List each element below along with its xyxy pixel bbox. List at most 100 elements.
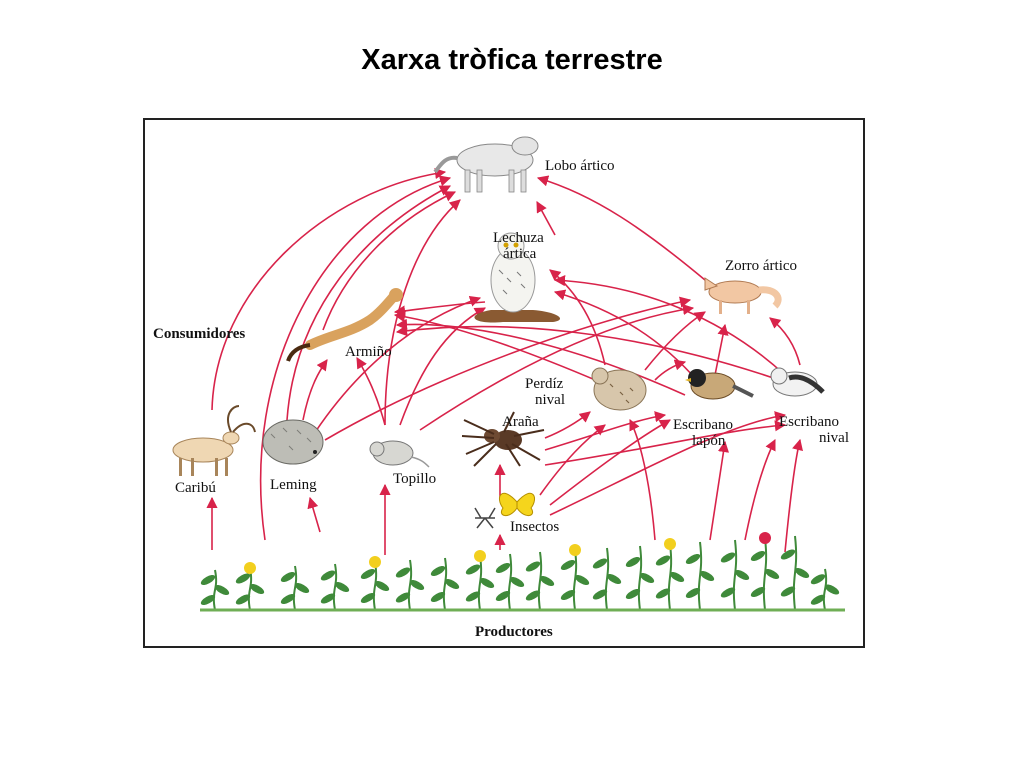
plant-leaf bbox=[685, 587, 701, 599]
arrow-lechuza-to-lobo bbox=[536, 201, 556, 236]
plant-stem bbox=[637, 545, 643, 611]
plant-leaf bbox=[430, 565, 446, 577]
plant-leaf bbox=[444, 578, 460, 590]
plant-stem bbox=[292, 565, 298, 611]
mosquito-icon bbox=[474, 507, 496, 529]
plant-leaf bbox=[214, 584, 230, 596]
arrow-nival-to-zorro bbox=[769, 317, 801, 366]
arrow-arana-to-nival bbox=[544, 420, 787, 466]
label-armino: Armiño bbox=[345, 344, 392, 360]
plant-leaf bbox=[294, 582, 310, 594]
plant-stem bbox=[537, 551, 543, 611]
label-topillo: Topillo bbox=[393, 471, 436, 487]
plant-stem bbox=[372, 561, 378, 611]
plant-stem bbox=[442, 557, 448, 611]
butterfly-icon bbox=[499, 492, 535, 516]
plant-stem bbox=[507, 553, 513, 611]
plant-stem bbox=[477, 555, 483, 611]
plant-stem bbox=[407, 559, 413, 611]
plant-leaf bbox=[734, 569, 750, 581]
arrow-perdiz-to-lapon bbox=[654, 359, 687, 381]
plant-leaf bbox=[720, 552, 736, 563]
arrow-lapon-to-armino bbox=[395, 318, 686, 396]
plant-stem bbox=[732, 539, 738, 611]
plant-leaf bbox=[685, 553, 701, 565]
plant-leaf bbox=[200, 574, 216, 586]
arctic-wolf-icon bbox=[433, 136, 539, 193]
plant-leaf bbox=[592, 589, 608, 600]
plant-leaf bbox=[525, 561, 541, 572]
plant-leaf bbox=[639, 572, 655, 584]
ptarmigan-icon bbox=[591, 367, 647, 411]
snow-bunting-icon bbox=[770, 367, 825, 397]
plant-leaf bbox=[409, 579, 425, 591]
arrow-plants-to-lapon bbox=[709, 440, 730, 541]
label-caribu: Caribú bbox=[175, 480, 216, 496]
spider-icon bbox=[461, 411, 545, 467]
arrow-arana-to-perdiz bbox=[544, 411, 591, 439]
plant-leaf bbox=[479, 577, 495, 589]
plant-leaf bbox=[655, 588, 671, 599]
lapland-bunting-icon bbox=[685, 369, 754, 400]
arrow-insectos-to-nival bbox=[549, 411, 787, 516]
plant-leaf bbox=[560, 559, 576, 571]
plant-flower bbox=[244, 562, 256, 574]
plant-leaf bbox=[495, 562, 511, 574]
producers-plants bbox=[200, 532, 845, 612]
label-leming: Leming bbox=[270, 477, 317, 493]
arrow-leming-to-lechuza bbox=[309, 295, 482, 441]
plant-leaf bbox=[495, 590, 511, 602]
plant-leaf bbox=[574, 574, 590, 586]
plant-leaf bbox=[320, 570, 336, 581]
plant-leaf bbox=[669, 571, 685, 583]
lemming-icon bbox=[262, 419, 324, 465]
plant-stem bbox=[822, 568, 828, 611]
arrow-armino-to-lobo bbox=[322, 191, 457, 331]
arrow-insectos-to-perdiz bbox=[539, 424, 606, 496]
plant-leaf bbox=[200, 594, 216, 606]
label-consumidores: Consumidores bbox=[153, 326, 245, 342]
plant-leaf bbox=[395, 592, 411, 603]
arrow-owl-to-armino bbox=[393, 301, 486, 317]
plant-leaf bbox=[360, 568, 376, 580]
plant-stem bbox=[697, 541, 703, 611]
caribou-icon bbox=[172, 405, 256, 476]
arrow-topillo-to-armino bbox=[356, 357, 386, 426]
plant-flower bbox=[569, 544, 581, 556]
arrow-plants-to-leming bbox=[307, 496, 321, 533]
plant-leaf bbox=[235, 594, 251, 605]
plant-leaf bbox=[235, 573, 251, 584]
plant-leaf bbox=[430, 591, 446, 603]
plant-leaf bbox=[334, 581, 350, 593]
plant-leaf bbox=[539, 575, 555, 587]
arrow-leming-to-lobo bbox=[286, 185, 451, 421]
arrow-insectos-to-lapon bbox=[549, 419, 671, 506]
plant-leaf bbox=[395, 567, 411, 578]
feeding-arrows bbox=[206, 167, 803, 555]
plant-stem bbox=[332, 563, 338, 611]
plant-stem bbox=[212, 569, 218, 611]
arrow-plants-to-perdiz bbox=[629, 418, 656, 541]
plant-leaf bbox=[750, 586, 766, 598]
plant-leaf bbox=[280, 593, 296, 605]
plant-stem bbox=[604, 547, 610, 611]
label-lobo: Lobo ártico bbox=[545, 158, 615, 174]
arrow-plants-to-nival-2 bbox=[784, 438, 803, 553]
plant-flower bbox=[664, 538, 676, 550]
plant-stem bbox=[572, 549, 578, 611]
plant-leaf bbox=[655, 555, 671, 566]
plant-leaf bbox=[320, 593, 336, 604]
arrow-leming-to-zorro bbox=[324, 296, 692, 441]
plant-leaf bbox=[780, 586, 796, 597]
arrow-topillo-to-lobo bbox=[384, 199, 461, 426]
plant-leaf bbox=[509, 576, 525, 588]
arctic-fox-icon bbox=[704, 277, 782, 314]
plant-leaf bbox=[810, 574, 826, 585]
arrow-topillo-to-zorro bbox=[419, 304, 695, 431]
plant-leaf bbox=[750, 550, 766, 562]
